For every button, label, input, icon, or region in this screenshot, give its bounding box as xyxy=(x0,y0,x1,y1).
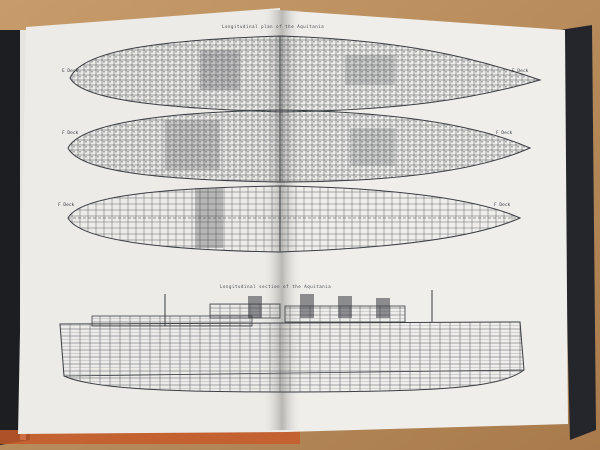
caption-section: Longitudinal section of the Aquitania xyxy=(220,284,331,289)
caption-top: Longitudinal plan of the Aquitania xyxy=(222,24,324,29)
deck-plan-2 xyxy=(67,109,532,183)
deck-1-label-right: E Deck xyxy=(512,68,529,74)
deck-plan-1 xyxy=(69,35,542,113)
deck-3-label-left: F Deck xyxy=(58,202,75,208)
deck-2-label-right: F Deck xyxy=(496,130,513,136)
longitudinal-section xyxy=(59,290,525,393)
deck-plan-3 xyxy=(67,185,522,253)
deck-1-label-left: E Deck xyxy=(62,68,79,74)
deck-2-label-left: F Deck xyxy=(62,130,79,136)
book-cover-right xyxy=(560,25,596,440)
deck-3-label-right: F Deck xyxy=(494,202,511,208)
